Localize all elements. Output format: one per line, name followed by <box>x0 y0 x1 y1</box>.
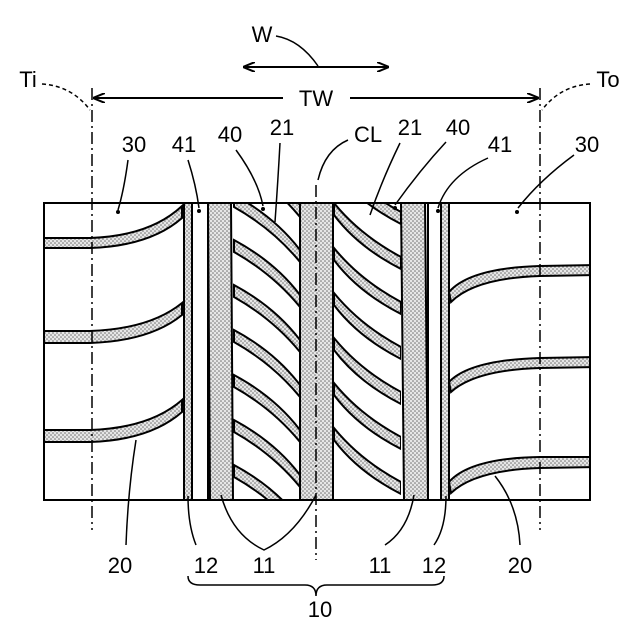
shoulder-main-groove-left <box>184 203 192 500</box>
dot-40-right <box>393 206 397 210</box>
leader-30-right <box>518 155 574 208</box>
leader-12-right <box>434 496 446 545</box>
ref-20-right: 20 <box>508 553 532 578</box>
centerline-label: CL <box>354 122 382 147</box>
dot-41-left <box>197 209 201 213</box>
width-direction-label: W <box>252 22 273 47</box>
shoulder-main-groove-right <box>441 203 449 500</box>
leader-41-left <box>188 160 199 208</box>
ref-21-left: 21 <box>270 115 294 140</box>
ref-40-left: 40 <box>218 122 242 147</box>
outer-end-label: To <box>596 67 619 92</box>
brace-10 <box>188 576 444 596</box>
main-groove-right <box>401 203 428 500</box>
ref-30-left: 30 <box>122 132 146 157</box>
ref-11-a: 11 <box>253 553 276 578</box>
dot-30-left <box>116 210 120 214</box>
leader-40-right <box>395 142 446 205</box>
tread-width-label: TW <box>299 86 333 111</box>
width-direction-leader <box>276 36 318 66</box>
leader-11-b <box>385 495 414 545</box>
leader-40-left <box>236 150 263 206</box>
leader-12-left <box>188 496 196 545</box>
main-groove-left <box>208 203 233 500</box>
ref-40-right: 40 <box>446 115 470 140</box>
leader-41-right <box>438 158 488 208</box>
ref-41-right: 41 <box>488 132 512 157</box>
centerline-leader <box>318 140 348 180</box>
dot-30-right <box>515 210 519 214</box>
ref-10: 10 <box>308 597 332 622</box>
ref-12-right: 12 <box>422 553 446 578</box>
inner-end-leader <box>42 84 90 110</box>
dot-41-right <box>436 209 440 213</box>
ref-20-left: 20 <box>108 553 132 578</box>
inner-end-label: Ti <box>19 67 37 92</box>
ref-30-right: 30 <box>575 132 599 157</box>
ref-21-right: 21 <box>398 115 422 140</box>
ref-41-left: 41 <box>172 132 196 157</box>
dot-40-left <box>261 207 265 211</box>
ref-12-left: 12 <box>194 553 218 578</box>
ref-11-b: 11 <box>369 553 392 578</box>
outer-end-leader <box>542 84 590 110</box>
leader-11-a <box>221 495 316 550</box>
